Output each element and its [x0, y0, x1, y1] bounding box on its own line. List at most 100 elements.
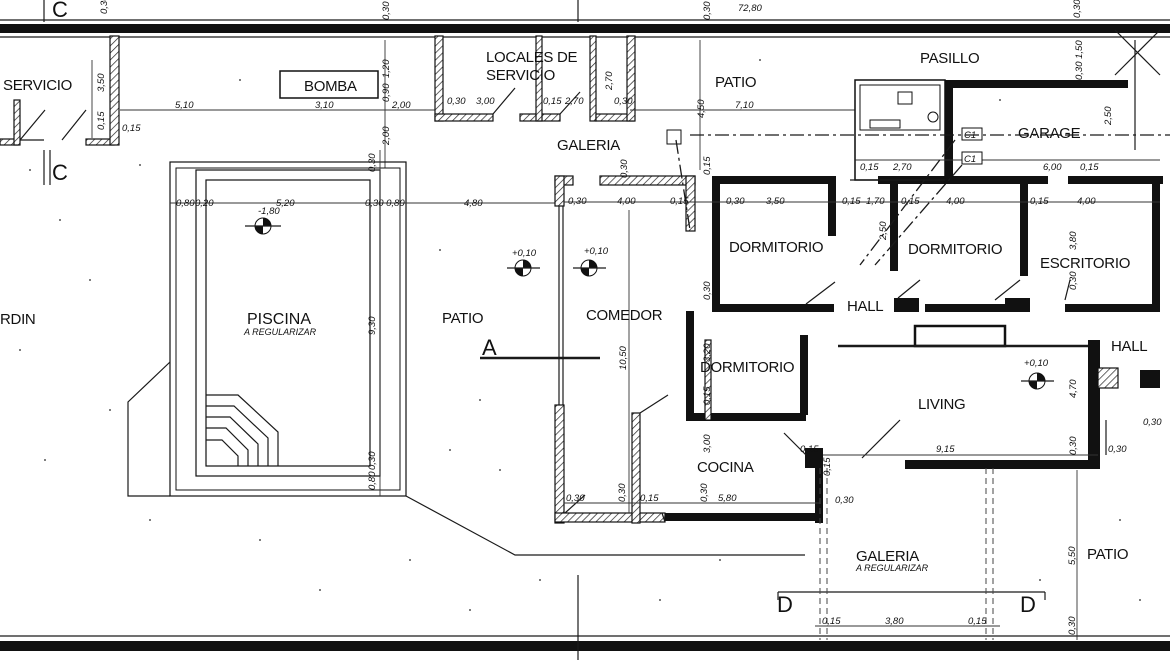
dim-c-015d: 0,15	[901, 196, 920, 207]
dim-030-150: 0,30 1,50	[1074, 40, 1085, 80]
room-dormitorio-2: DORMITORIO	[908, 241, 1002, 258]
dim-120: 1,20	[381, 59, 392, 78]
dim-c-550: 5,50	[1067, 546, 1078, 565]
dim-090: 0,90	[381, 83, 392, 102]
dim-c-580: 5,80	[718, 493, 737, 504]
dim-pool-520: 5,20	[276, 198, 295, 209]
section-a: A	[482, 335, 497, 360]
section-c-top: C	[52, 0, 68, 22]
dim-c-380: 3,80	[1068, 231, 1079, 250]
room-jardin: RDIN	[0, 311, 35, 328]
dim-c-015c: 0,15	[842, 196, 861, 207]
room-hall-2: HALL	[1111, 338, 1147, 355]
dim-c-015x: 0,15	[800, 444, 819, 455]
dim-pool-020: 0,20	[195, 198, 214, 209]
section-d-left: D	[777, 592, 793, 617]
dim-serv-015: 0,15	[96, 111, 107, 130]
dim-garage-015: 0,15	[860, 162, 879, 173]
dim-c-015l: 0,15	[822, 457, 833, 476]
dim-pool-080b: 0,80	[367, 471, 378, 490]
room-cocina: COCINA	[697, 459, 754, 476]
dim-c-030n: 0,30	[617, 483, 628, 502]
dim-pool-030b: 0,30	[367, 451, 378, 470]
room-bomba: BOMBA	[304, 78, 357, 95]
dim-c-915: 9,15	[936, 444, 955, 455]
room-hall-1: HALL	[847, 298, 883, 315]
house-dimensions: 0,30 4,00 0,15 0,30 3,50 0,15 1,70 0,15 …	[564, 156, 1162, 640]
dim-c-400: 4,00	[617, 196, 636, 207]
dim-310: 3,10	[315, 100, 334, 111]
dim-locales-030b: 0,30	[614, 96, 633, 107]
dim-top-030-a: 0,30	[99, 0, 110, 14]
dim-600: 6,00	[1043, 162, 1062, 173]
dim-710: 7,10	[735, 100, 754, 111]
dim-c-015q: 0,15	[968, 616, 987, 627]
dim-c-015v: 0,15	[702, 156, 713, 175]
bomba-block: BOMBA 5,10 3,10 2,00 1,20 0,90 2,00	[120, 40, 435, 168]
pool: PISCINA A REGULARIZAR -1,80 0,80 0,20 5,…	[127, 150, 555, 497]
room-patio-bottom: PATIO	[1087, 546, 1128, 563]
dim-200v: 2,00	[381, 126, 392, 146]
dim-pool-030v: 0,30	[367, 153, 378, 172]
section-c-mid: C	[52, 160, 68, 185]
level-markers: +0,10 +0,10 +0,10	[507, 246, 1054, 390]
dim-250: 2,50	[1103, 106, 1114, 126]
dim-top-030-d: 0,30	[1072, 0, 1083, 18]
dim-c-400b: 4,00	[946, 196, 965, 207]
dim-c-030b: 0,30	[726, 196, 745, 207]
dim-c-350: 3,50	[766, 196, 785, 207]
dim-garage-270: 2,70	[892, 162, 912, 173]
dim-c-380b: 3,80	[885, 616, 904, 627]
room-locales-1: LOCALES DE	[486, 49, 577, 66]
dim-locales-270: 2,70	[564, 96, 584, 107]
dim-c-030r: 0,30	[1067, 616, 1078, 635]
level-pool: -1,80	[258, 206, 280, 217]
dim-pool-930: 9,30	[367, 316, 378, 335]
top-dimension-chain: 72,80 0,30 0,30 0,30 0,30 4,50 7,10 0,30…	[99, 0, 1085, 170]
room-pasillo: PASILLO	[920, 50, 979, 67]
dim-c-030v2: 0,30	[619, 159, 630, 178]
dim-top-030-c: 0,30	[702, 1, 713, 20]
dim-c-300: 3,00	[702, 434, 713, 453]
dim-locales-270v: 2,70	[604, 71, 615, 91]
dim-c-030m: 0,30	[566, 493, 585, 504]
dim-510: 5,10	[175, 100, 194, 111]
room-dormitorio-1: DORMITORIO	[729, 239, 823, 256]
dim-300: 3,00	[476, 96, 495, 107]
level-marker-living: +0,10	[1021, 358, 1054, 390]
dim-c-030: 0,30	[568, 196, 587, 207]
room-galeria-top: GALERIA	[557, 137, 620, 154]
dim-c-320: 3,20	[702, 343, 713, 362]
ground-texture	[19, 59, 1141, 611]
dim-200: 2,00	[391, 100, 411, 111]
room-comedor: COMEDOR	[586, 307, 663, 324]
dim-c-015: 0,15	[670, 196, 689, 207]
galeria-note: A REGULARIZAR	[855, 563, 929, 573]
dim-c-030h: 0,30	[1068, 436, 1079, 455]
level-comedor-a: +0,10	[512, 248, 537, 259]
dim-c-015p: 0,15	[822, 616, 841, 627]
room-living: LIVING	[918, 396, 965, 413]
dim-locales-030a: 0,30	[447, 96, 466, 107]
section-d-right: D	[1020, 592, 1036, 617]
dim-c-400c: 4,00	[1077, 196, 1096, 207]
door-swings	[639, 279, 1107, 459]
section-markers: C C A D D	[0, 0, 1046, 617]
level-living: +0,10	[1024, 358, 1049, 369]
dim-c-030j: 0,30	[1143, 417, 1162, 428]
dim-c-1050: 10,50	[618, 346, 629, 370]
dim-450: 4,50	[696, 99, 707, 118]
dim-c-030o: 0,30	[699, 483, 710, 502]
dim-c-470: 4,70	[1068, 379, 1079, 398]
dim-top-total: 72,80	[738, 3, 762, 14]
level-marker-comedor-a: +0,10	[507, 248, 540, 277]
dim-480: 4,80	[464, 198, 483, 209]
piscina-note: A REGULARIZAR	[243, 327, 317, 337]
dim-c-015w: 0,15	[702, 386, 713, 405]
dim-c-030v3: 0,30	[702, 281, 713, 300]
dim-top-030-b: 0,30	[381, 1, 392, 20]
room-piscina: PISCINA	[247, 311, 311, 328]
dim-garage-015c: 0,15	[1080, 162, 1099, 173]
